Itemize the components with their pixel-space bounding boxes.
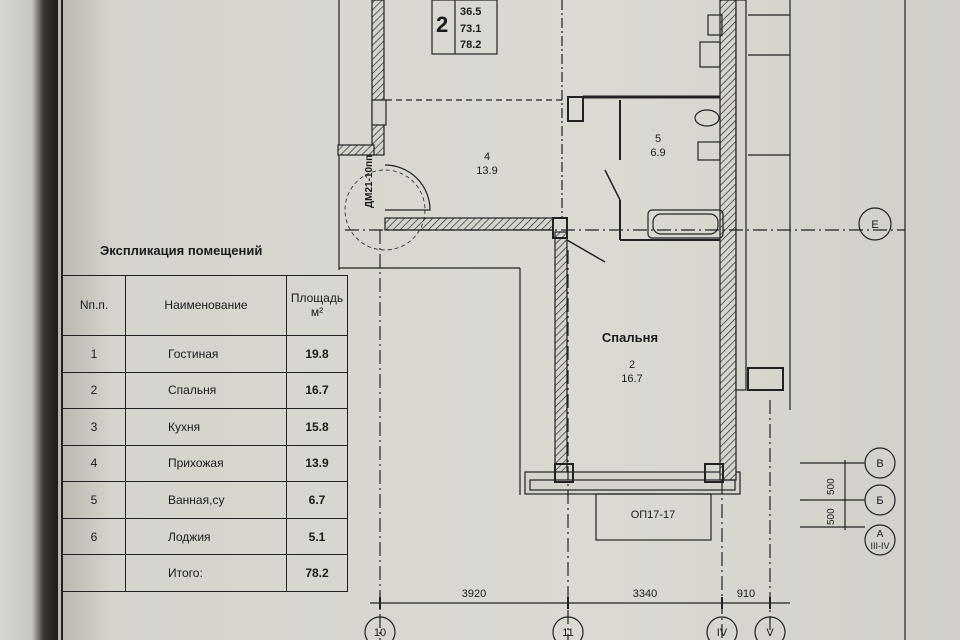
apartment-area: 36.5: [460, 6, 481, 18]
row-area: 15.8: [286, 408, 348, 446]
apartment-badge-frame: [431, 0, 498, 55]
dimension: 500: [826, 478, 837, 495]
row-name: Спальня: [125, 371, 287, 410]
axis-label: III-IV: [870, 541, 889, 551]
row-num: 1: [62, 334, 126, 373]
room-number: 4: [484, 151, 490, 163]
total-area: 78.2: [286, 554, 348, 592]
axis-marker: [858, 207, 892, 241]
window-loggia: [595, 493, 712, 541]
header-area-label: Площадь: [290, 291, 344, 306]
axis-label: Б: [876, 495, 883, 507]
row-area: 16.7: [286, 371, 348, 410]
axis-label: V: [766, 627, 774, 639]
door-label: ДМ21-10пп: [364, 155, 375, 208]
wall: [337, 144, 375, 156]
wall: [554, 231, 568, 473]
row-name: Кухня: [125, 408, 287, 446]
explication-title: Экспликация помещений: [100, 243, 263, 258]
row-name: Ванная,су: [125, 481, 287, 519]
apartment-area: 73.1: [460, 23, 481, 35]
axis-marker: [364, 616, 396, 640]
axis-label: 11: [562, 627, 573, 639]
book-spine: [0, 0, 58, 640]
room-number: 5: [655, 133, 661, 145]
room-area: 13.9: [476, 165, 497, 177]
dimension: 500: [826, 508, 837, 525]
row-name: Прихожая: [125, 444, 287, 483]
axis-label: 10: [374, 627, 386, 639]
axis-label: IV: [717, 627, 728, 639]
dimension: 3340: [633, 588, 657, 600]
room-name: Спальня: [602, 330, 658, 345]
door-swing: [384, 164, 431, 211]
header-name: Наименование: [125, 275, 287, 336]
sink-icon: [697, 141, 721, 161]
wall: [719, 0, 737, 481]
axis-label: В: [876, 458, 883, 470]
apartment-area: 78.2: [460, 39, 481, 51]
row-area: 13.9: [286, 444, 348, 483]
axis-label: А: [877, 529, 884, 540]
toilet-icon: [694, 109, 720, 127]
axis-label: Е: [871, 219, 878, 231]
window-label: ОП17-17: [631, 509, 676, 521]
row-num: [62, 554, 126, 592]
bathtub-icon: [647, 209, 724, 239]
row-num: 4: [62, 444, 126, 483]
wall: [384, 217, 554, 231]
row-num: 6: [62, 517, 126, 556]
row-area: 19.8: [286, 334, 348, 373]
axis-marker: [706, 616, 738, 640]
axis-marker: [864, 524, 896, 556]
table-total-row: Итого:78.2: [62, 554, 348, 592]
axis-marker: [864, 447, 896, 479]
axis-marker: [864, 484, 896, 516]
row-area: 6.7: [286, 481, 348, 519]
row-name: Гостиная: [125, 334, 287, 373]
apartment-rooms: 2: [436, 12, 448, 37]
axis-marker: [552, 616, 584, 640]
room-area: 6.9: [650, 147, 665, 159]
wall: [371, 0, 385, 156]
room-number: 2: [629, 359, 635, 371]
dimension: 910: [737, 588, 755, 600]
header-area-unit: м²: [310, 305, 324, 320]
stove-icon: [699, 41, 721, 68]
dimension: 3920: [462, 588, 486, 600]
row-name: Лоджия: [125, 517, 287, 556]
row-area: 5.1: [286, 517, 348, 556]
row-num: 5: [62, 481, 126, 519]
header-num: Nп.п.: [62, 275, 126, 336]
axis-marker: [754, 616, 786, 640]
room-area: 16.7: [621, 373, 642, 385]
row-num: 3: [62, 408, 126, 446]
total-label: Итого:: [125, 554, 287, 592]
row-num: 2: [62, 371, 126, 410]
